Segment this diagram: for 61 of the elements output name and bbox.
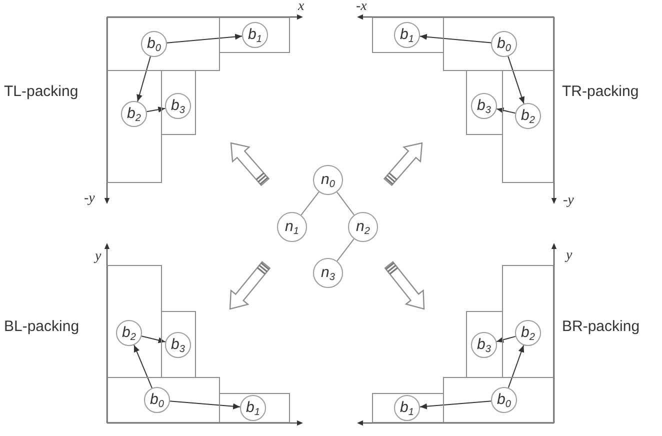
circle-node: b$_{1}$ (394, 395, 420, 421)
arrow (419, 400, 492, 410)
module-block (107, 17, 220, 71)
module-block (466, 311, 503, 378)
module-block (502, 70, 554, 183)
arrow (496, 336, 516, 343)
axis-label: y (566, 249, 572, 263)
module-block (219, 393, 290, 423)
arrow (496, 108, 516, 114)
circle-node: n$_{1}$ (277, 212, 307, 242)
arrow (508, 56, 525, 104)
module-block (443, 377, 554, 423)
arrow (136, 56, 151, 102)
module-block (107, 377, 220, 423)
circle-node: b$_{1}$ (240, 395, 266, 421)
packing-label: TL-packing (4, 84, 78, 99)
axis-label: -y (84, 192, 95, 206)
circle-node: b$_{0}$ (491, 31, 517, 57)
circle-node: b$_{3}$ (165, 93, 191, 119)
circle-node: b$_{0}$ (141, 31, 167, 57)
axis-label: y (95, 250, 102, 264)
circle-node: b$_{2}$ (116, 320, 142, 346)
axis-label: -x (356, 0, 367, 14)
circle-node: b$_{3}$ (471, 93, 497, 119)
arrow (169, 400, 241, 410)
module-block (502, 265, 554, 378)
circle-node: n$_{0}$ (313, 165, 343, 195)
module-block (161, 70, 196, 135)
packing-label: BL-packing (4, 319, 80, 334)
circle-node: b$_{2}$ (515, 103, 541, 129)
arrow (141, 336, 166, 344)
module-block (107, 70, 162, 183)
module-block (219, 17, 290, 53)
circle-node: n$_{3}$ (313, 258, 343, 288)
arrow (166, 34, 243, 44)
circle-node: b$_{3}$ (471, 332, 497, 358)
connector-line (300, 191, 320, 216)
arrow (146, 106, 166, 113)
circle-node: n$_{2}$ (348, 212, 378, 242)
arrow (508, 344, 524, 388)
connector-line (336, 192, 355, 216)
circle-node: b$_{3}$ (165, 332, 191, 358)
circle-node: b$_{1}$ (242, 22, 268, 48)
circle-node: b$_{0}$ (491, 387, 517, 413)
packing-label: BR-packing (562, 319, 640, 334)
module-block (372, 17, 444, 53)
arrow (419, 34, 492, 44)
module-block (466, 70, 503, 135)
axis-label: -y (563, 194, 574, 208)
module-block (161, 311, 196, 378)
module-block (443, 17, 554, 71)
circle-node: b$_{0}$ (144, 387, 170, 413)
arrow (134, 344, 152, 388)
connector-line (336, 238, 354, 262)
circle-node: b$_{2}$ (121, 101, 147, 127)
packing-label: TR-packing (562, 84, 639, 99)
circle-node: b$_{2}$ (515, 320, 541, 346)
module-block (372, 393, 444, 423)
circle-node: b$_{1}$ (394, 22, 420, 48)
axis-label: x (298, 0, 304, 14)
module-block (107, 265, 162, 378)
